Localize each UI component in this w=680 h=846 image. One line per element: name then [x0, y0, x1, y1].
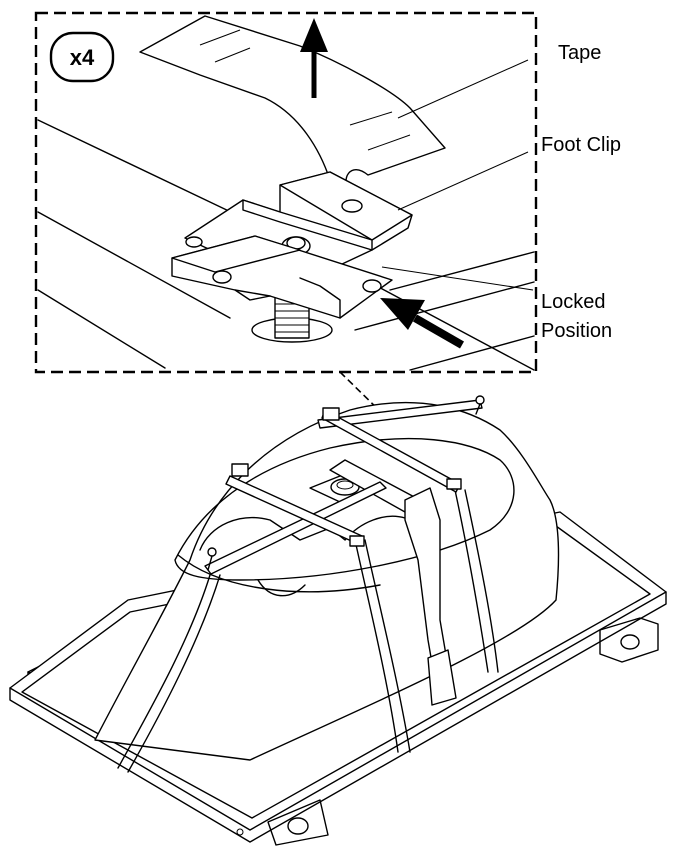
label-locked-line1: Locked: [541, 291, 606, 313]
lift-up-arrow-icon: [300, 18, 328, 98]
quantity-badge-text: x4: [70, 45, 95, 70]
strap: [117, 574, 221, 773]
bathtub-assembly: [9, 395, 667, 846]
leader-lines: [381, 59, 534, 291]
detail-rails: [37, 119, 535, 371]
wood-block: [267, 799, 329, 846]
clamp-knob: [207, 395, 485, 571]
detail-inset: x4: [34, 11, 538, 374]
label-foot-clip: Foot Clip: [541, 134, 621, 156]
strap: [454, 489, 499, 673]
strap: [354, 539, 411, 753]
label-tape: Tape: [558, 42, 601, 64]
label-locked-line2: Position: [541, 320, 612, 342]
push-in-arrow-icon: [380, 298, 464, 349]
tub-shell: [94, 401, 560, 761]
quantity-badge: x4: [49, 31, 115, 83]
detail-inset-frame: [34, 11, 538, 374]
tape-strip: [139, 15, 446, 193]
foot-clip: [171, 171, 413, 319]
foot-clip-marker: [231, 407, 462, 547]
wood-block: [599, 617, 659, 663]
